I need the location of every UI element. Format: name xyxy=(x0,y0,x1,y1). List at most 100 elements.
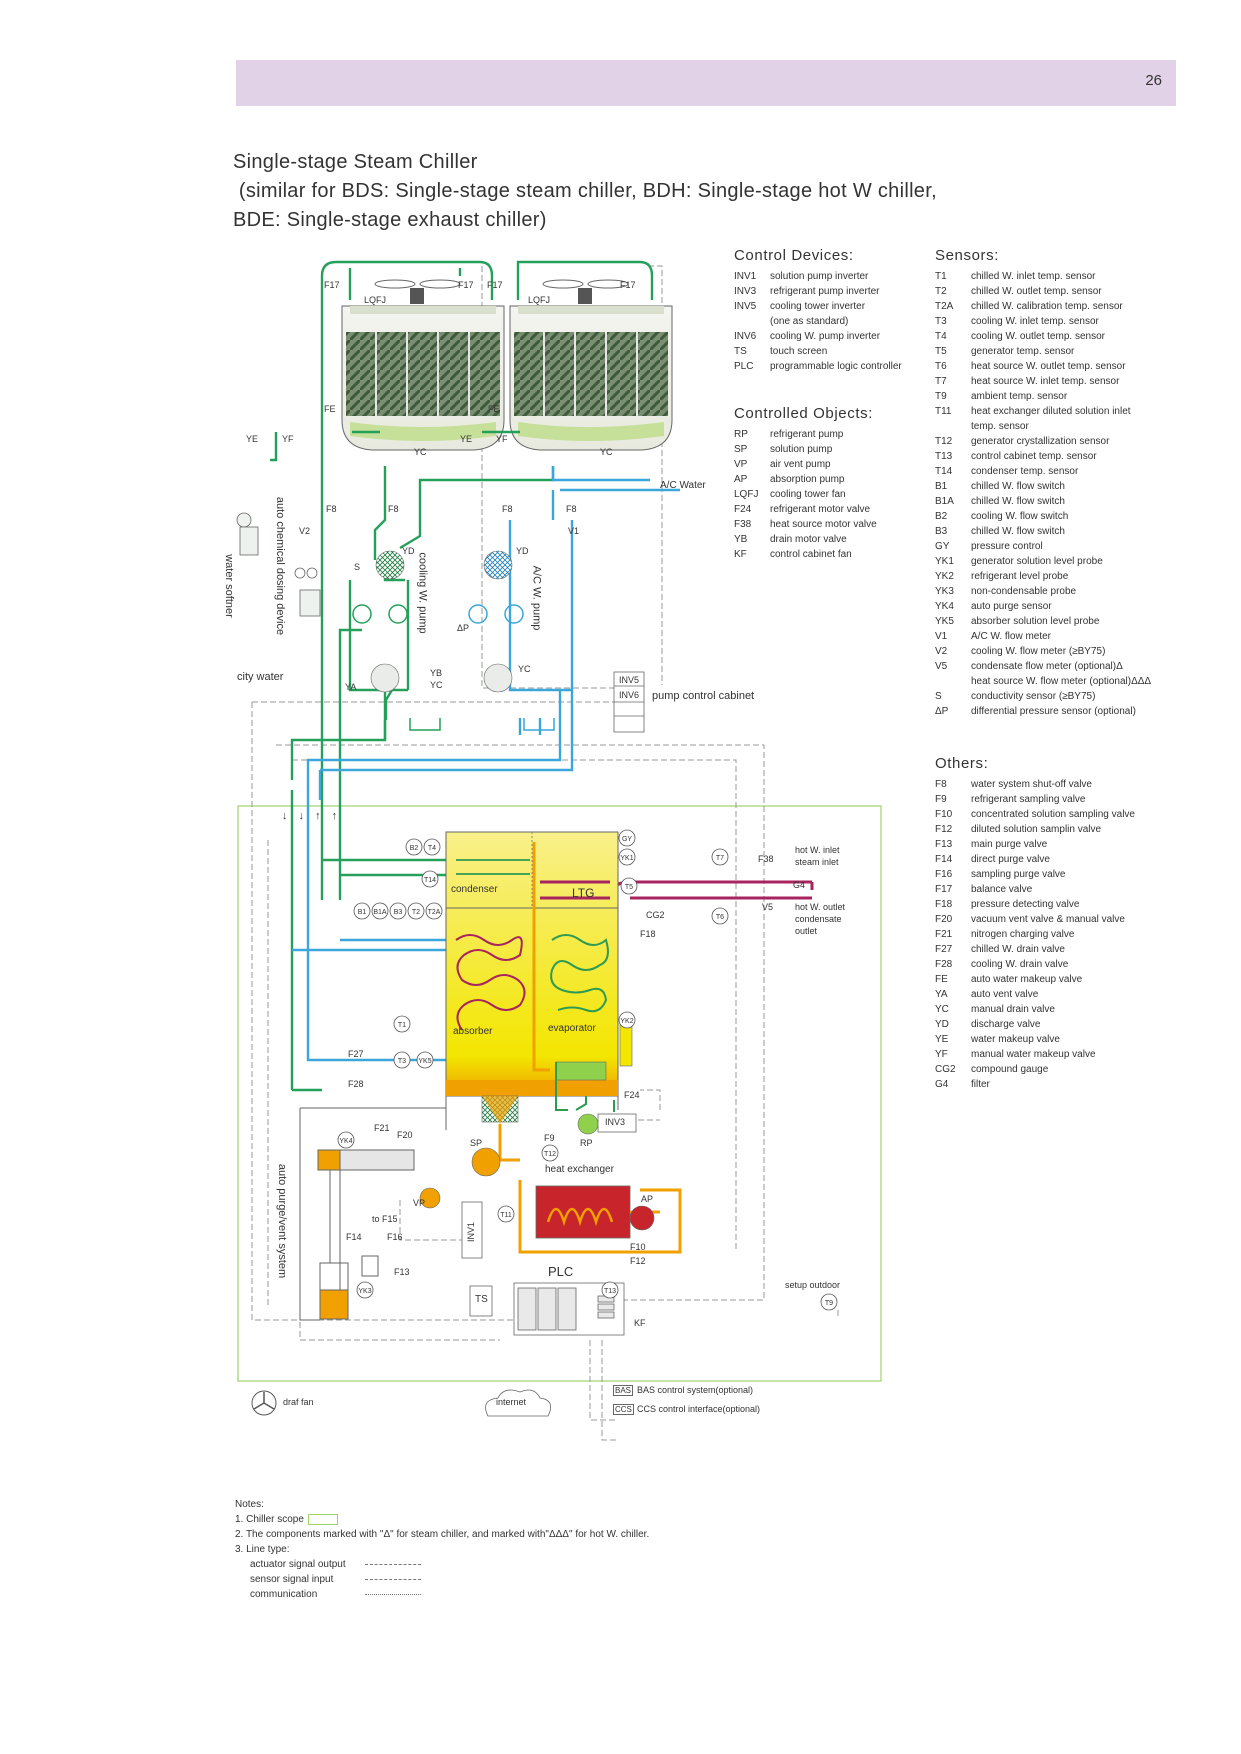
cd-code: INV1 xyxy=(734,271,757,282)
sensor-t7-label: T7 xyxy=(716,855,724,862)
ot-desc: main purge valve xyxy=(971,839,1048,850)
se-desc: heat source W. flow meter (optional)ΔΔΔ xyxy=(971,676,1152,687)
cooling-tower-left xyxy=(341,279,505,451)
evaporator-label: evaporator xyxy=(548,1023,596,1034)
yc-label-4: YC xyxy=(518,664,531,674)
notes-heading: Notes: xyxy=(235,1499,264,1510)
se-code: T2A xyxy=(935,301,954,312)
cd-desc: cooling tower inverter xyxy=(770,301,866,312)
f14-label: F14 xyxy=(346,1232,362,1242)
cd-code: INV6 xyxy=(734,331,757,342)
sensor-t7-marker xyxy=(711,848,729,866)
se-code: YK2 xyxy=(935,571,954,582)
co-desc: cooling tower fan xyxy=(770,489,846,500)
co-code: YB xyxy=(734,534,748,545)
sensor-t9-marker xyxy=(820,1293,838,1311)
co-desc: absorption pump xyxy=(770,474,845,485)
ot-code: F13 xyxy=(935,839,953,850)
pump-control-cabinet-label: pump control cabinet xyxy=(652,690,755,702)
cd-code: PLC xyxy=(734,361,754,372)
co-desc: heat source motor valve xyxy=(770,519,877,530)
yf-label-2: YF xyxy=(496,434,508,444)
ot-desc: sampling purge valve xyxy=(971,869,1066,880)
cd-code xyxy=(734,314,770,329)
se-desc: condenser temp. sensor xyxy=(971,466,1079,477)
line-type-1-label: actuator signal output xyxy=(250,1559,346,1570)
bas-tag: BAS xyxy=(613,1385,634,1396)
co-code: RP xyxy=(734,429,748,440)
sensor-t2-label: T2 xyxy=(412,909,420,916)
ot-desc: balance valve xyxy=(971,884,1033,895)
cd-code: INV3 xyxy=(734,286,757,297)
title-line-1: Single-stage Steam Chiller xyxy=(233,151,478,173)
absorber-coil xyxy=(455,934,526,1031)
se-desc: heat exchanger diluted solution inlet xyxy=(971,406,1131,417)
sensor-t12-marker xyxy=(541,1144,559,1162)
ot-code: F27 xyxy=(935,944,953,955)
se-code: T5 xyxy=(935,346,947,357)
v1-label: V1 xyxy=(568,526,580,536)
sensor-t14-marker xyxy=(421,870,439,888)
se-code: S xyxy=(935,691,942,702)
ot-desc: auto vent valve xyxy=(971,989,1039,1000)
ot-code: F21 xyxy=(935,929,953,940)
yc-label-1: YC xyxy=(414,447,427,457)
yd-label-1: YD xyxy=(402,546,415,556)
line-type-2: sensor signal input xyxy=(235,1572,649,1587)
ot-code: F8 xyxy=(935,779,947,790)
drains-blue xyxy=(523,718,555,731)
co-code: F24 xyxy=(734,504,752,515)
se-code: T13 xyxy=(935,451,953,462)
pumps xyxy=(352,550,655,1231)
se-desc: chilled W. flow switch xyxy=(971,526,1065,537)
title-line-2: (similar for BDS: Single-stage steam chi… xyxy=(233,180,937,202)
ot-code: YE xyxy=(935,1034,949,1045)
ltg-label: LTG xyxy=(572,886,595,900)
note-3: 3. Line type: xyxy=(235,1544,290,1555)
sensor-yk1-marker xyxy=(618,848,636,866)
sensors-heading: Sensors: xyxy=(935,247,999,264)
co-desc: solution pump xyxy=(770,444,833,455)
sensor-b3-marker xyxy=(389,902,407,920)
ot-code: F18 xyxy=(935,899,953,910)
line-type-1: actuator signal output xyxy=(235,1557,649,1572)
f16-label: F16 xyxy=(387,1232,403,1242)
header-bar: 26 xyxy=(236,60,1176,106)
f8-label-3: F8 xyxy=(502,504,513,514)
ot-desc: cooling W. drain valve xyxy=(971,959,1069,970)
se-desc: refrigerant level probe xyxy=(971,571,1069,582)
f17-label-4: F17 xyxy=(620,280,636,290)
ot-desc: diluted solution samplin valve xyxy=(971,824,1102,835)
se-desc: generator temp. sensor xyxy=(971,346,1075,357)
ot-desc: concentrated solution sampling valve xyxy=(971,809,1135,820)
se-code: T2 xyxy=(935,286,947,297)
pump-control-cabinet xyxy=(613,671,645,733)
se-desc: conductivity sensor (≥BY75) xyxy=(971,691,1096,702)
se-code: T12 xyxy=(935,436,953,447)
ye-label-1: YE xyxy=(246,434,259,444)
ot-desc: direct purge valve xyxy=(971,854,1050,865)
se-item: YK2 refrigerant level probe xyxy=(935,569,1151,584)
v5-label: V5 xyxy=(762,902,774,912)
se-desc: non-condensable probe xyxy=(971,586,1077,597)
city-water-label: city water xyxy=(237,671,284,683)
